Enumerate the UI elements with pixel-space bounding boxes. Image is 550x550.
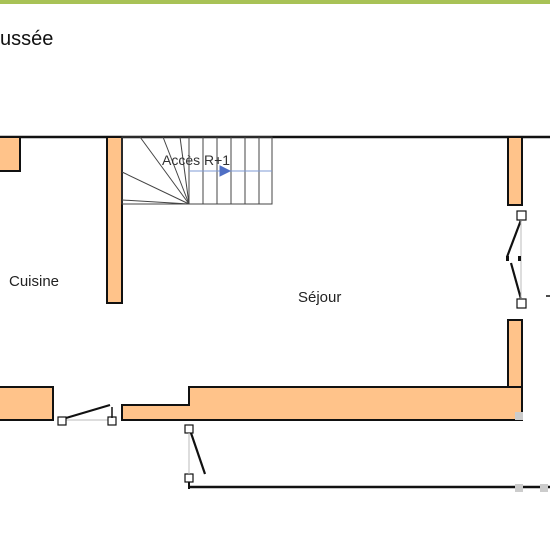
door-leaf (189, 432, 207, 475)
wall-top-left-stub (0, 136, 21, 172)
edge-mark (540, 484, 548, 492)
door-hinge-marker (184, 473, 194, 483)
stair-winder (162, 136, 190, 205)
wall-right-lower (507, 319, 523, 389)
wall-bottom-left (0, 386, 54, 421)
door-leaf (65, 403, 111, 420)
door-stop (518, 256, 521, 261)
page-title: ussée (0, 28, 54, 50)
door-stop (506, 256, 509, 261)
exterior-door (184, 424, 550, 489)
stairs-label: Accès R+1 (162, 152, 230, 168)
wall-kitchen-partition (106, 136, 123, 304)
stair-arrow-icon (219, 165, 232, 177)
door-hinge-marker (107, 416, 117, 426)
right-edge-marks (515, 412, 548, 492)
edge-mark (515, 412, 523, 420)
edge-mark (515, 484, 523, 492)
room-label-living: Séjour (298, 289, 341, 306)
door-hinge-marker (516, 210, 527, 221)
right-double-door (505, 210, 550, 309)
door-hinge-marker (57, 416, 67, 426)
door-hinge-marker (184, 424, 194, 434)
bottom-left-door (57, 403, 117, 426)
stair-winder (121, 199, 190, 205)
stair-winder (179, 136, 190, 205)
room-label-kitchen: Cuisine (9, 273, 59, 290)
wall-right-upper (507, 136, 523, 206)
door-leaf (509, 262, 523, 300)
door-hinge-marker (516, 298, 527, 309)
staircase (121, 136, 273, 205)
door-leaf (505, 219, 523, 258)
top-accent-rule (0, 0, 550, 4)
stair-winder (121, 171, 190, 205)
wall-bottom-main (121, 386, 523, 421)
stair-winder (139, 136, 190, 205)
